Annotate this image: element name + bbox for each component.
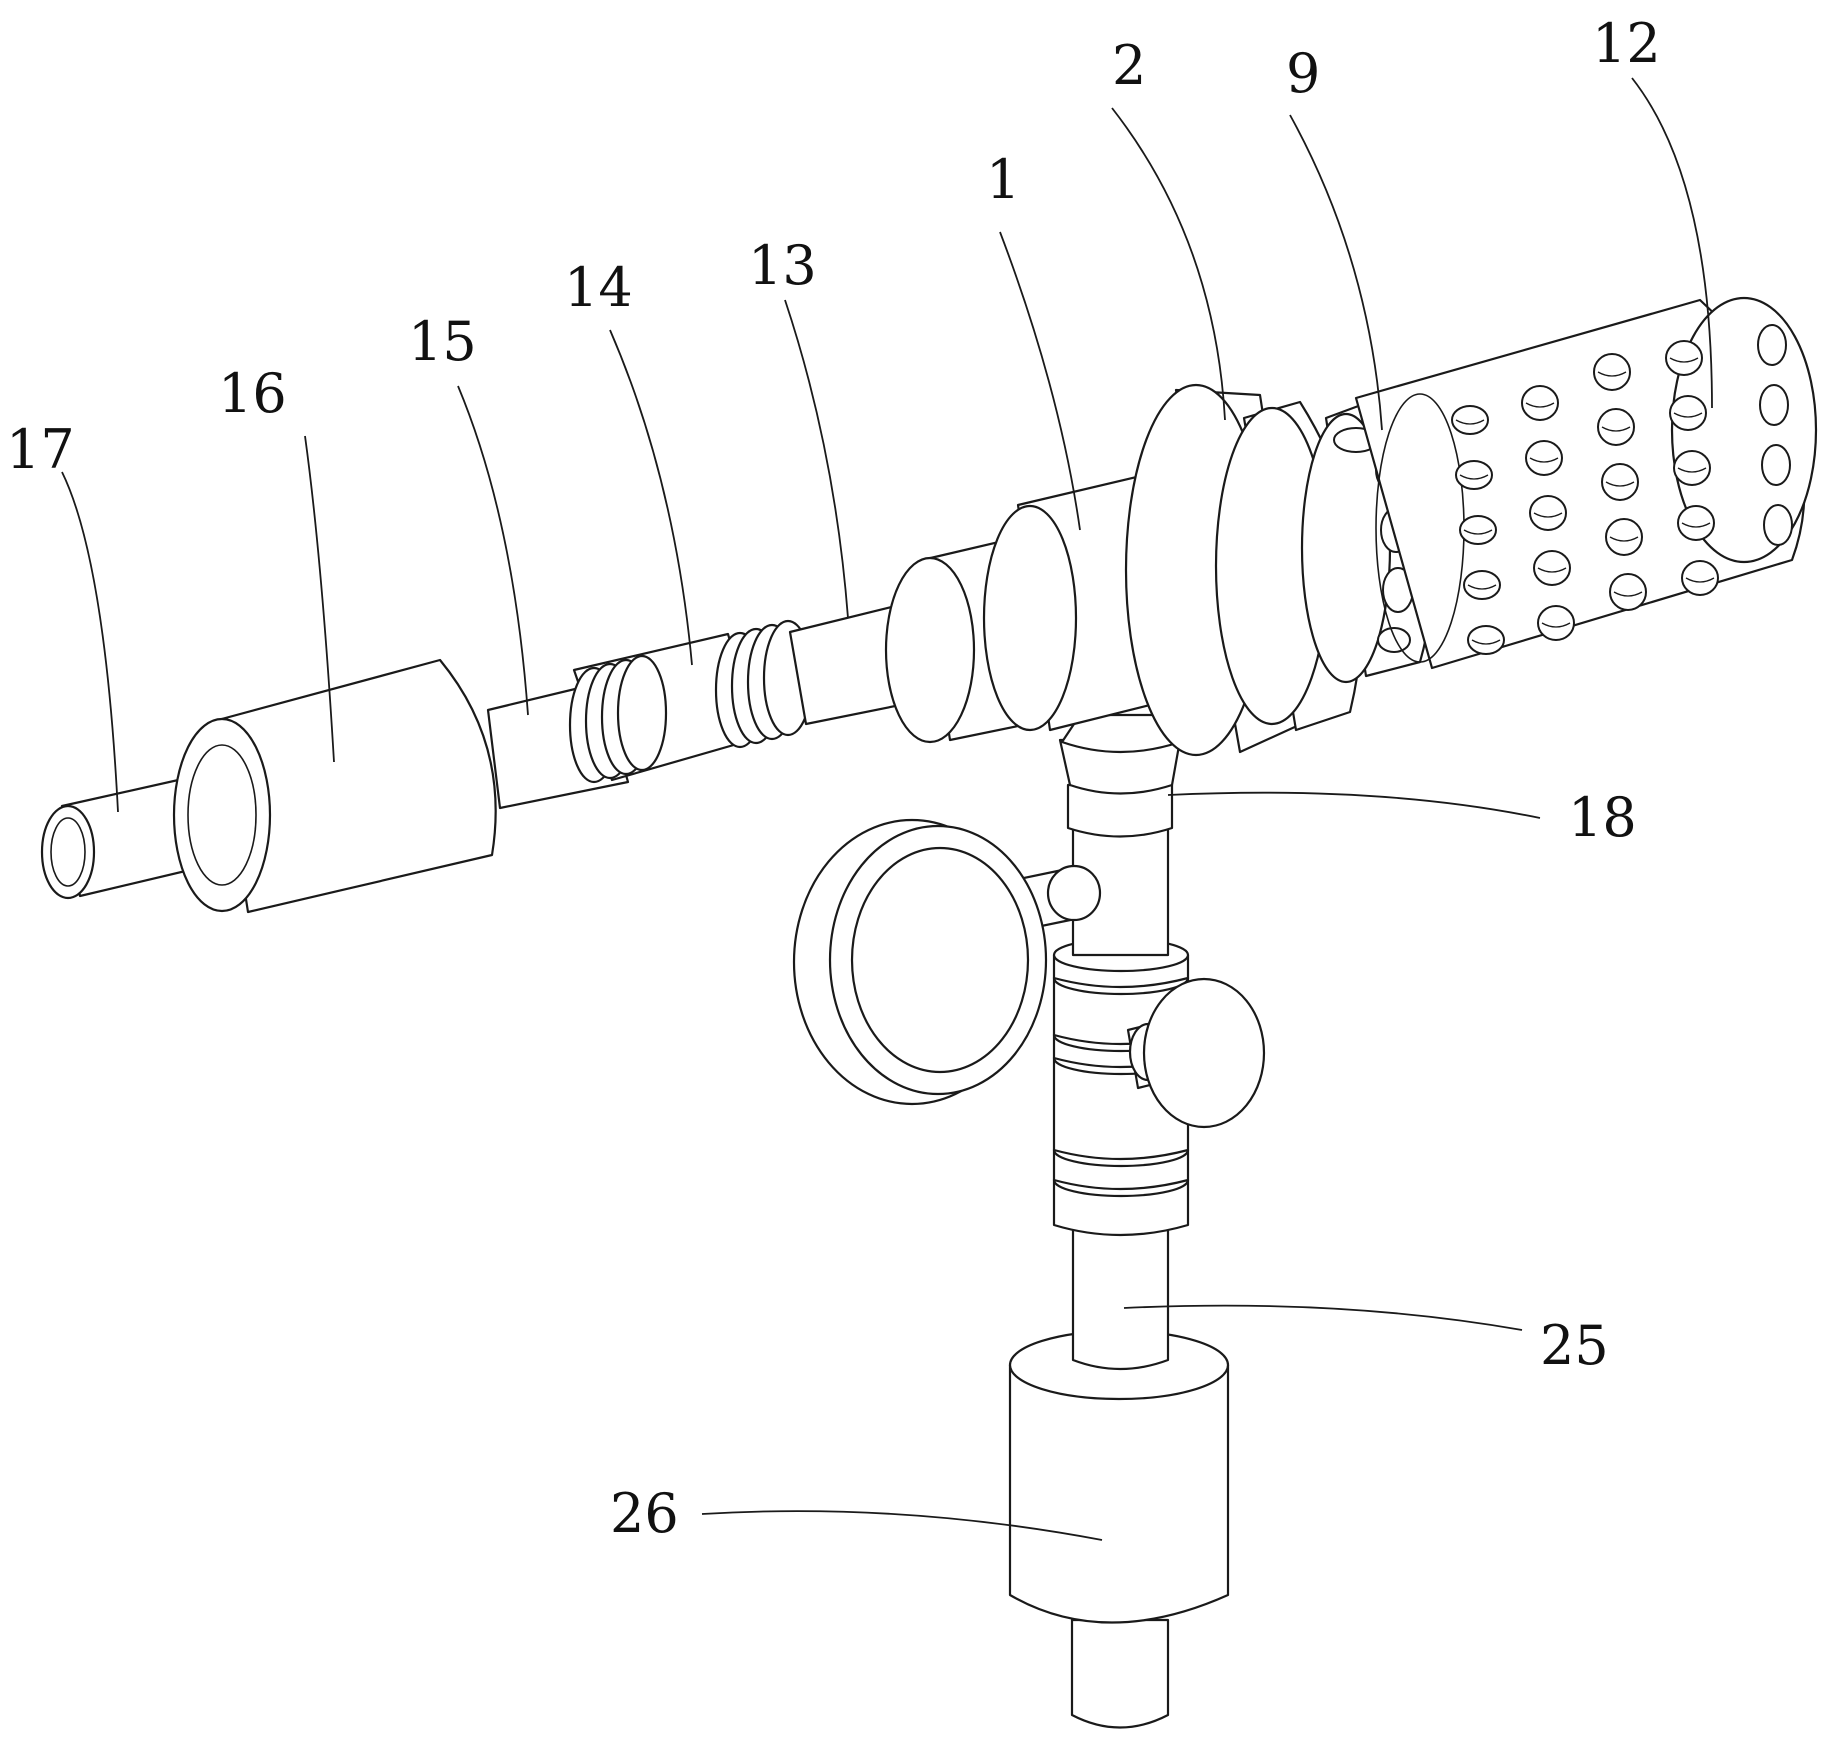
- leader-14: [609, 329, 693, 666]
- filter-hole: [1759, 384, 1789, 426]
- leader-15: [457, 385, 529, 716]
- label-25: 25: [1540, 1314, 1609, 1377]
- filter-hole-inner: [1537, 567, 1567, 573]
- label-15: 15: [408, 310, 477, 373]
- filter-hole-inner: [1463, 529, 1493, 535]
- filter-hole: [1451, 405, 1489, 435]
- filter-hole-inner: [1467, 584, 1497, 590]
- label-26: 26: [610, 1482, 679, 1545]
- filter-hole: [1761, 444, 1791, 486]
- leader-25: [1123, 1304, 1523, 1331]
- leader-9: [1289, 114, 1383, 431]
- filter-hole-inner: [1601, 426, 1631, 432]
- label-12: 12: [1592, 12, 1661, 75]
- leader-1: [999, 231, 1081, 531]
- filter-hole: [1665, 340, 1703, 376]
- filter-hole-inner: [1471, 639, 1501, 645]
- filter-hole: [1677, 505, 1715, 541]
- leader-12: [1631, 77, 1713, 409]
- valve-knob: [1126, 977, 1266, 1129]
- horizontal-assembly: [40, 296, 1818, 914]
- label-9: 9: [1286, 42, 1320, 105]
- filter-hole: [1455, 460, 1493, 490]
- label-17: 17: [6, 418, 75, 481]
- filter-hole-inner: [1455, 419, 1485, 425]
- reference-numerals: 17 16 15 14 13 1 2 9 12 18 25 26: [6, 12, 1661, 1545]
- filter-hole: [1757, 324, 1787, 366]
- leader-17: [61, 471, 119, 813]
- filter-hole: [1463, 570, 1501, 600]
- filter-hole: [1525, 440, 1563, 476]
- filter-hole: [1467, 625, 1505, 655]
- label-18: 18: [1568, 786, 1637, 849]
- part-25-pipe: [1071, 1198, 1170, 1371]
- bottom-stub: [1070, 1618, 1170, 1729]
- part-12-filter: [1354, 296, 1818, 670]
- filter-hole: [1673, 450, 1711, 486]
- filter-hole-inner: [1613, 591, 1643, 597]
- filter-hole-inner: [1533, 512, 1563, 518]
- filter-hole: [1529, 495, 1567, 531]
- filter-hole: [1681, 560, 1719, 596]
- filter-hole-inner: [1541, 622, 1571, 628]
- leader-16: [304, 435, 335, 763]
- filter-hole-inner: [1685, 577, 1715, 583]
- leader-lines: [61, 77, 1713, 1541]
- part-18-joint: [1058, 713, 1182, 838]
- filter-hole: [1669, 395, 1707, 431]
- filter-hole-inner: [1673, 412, 1703, 418]
- label-16: 16: [218, 362, 287, 425]
- filter-hole: [1593, 353, 1631, 391]
- filter-hole: [1609, 573, 1647, 611]
- part-14-connector: [568, 619, 814, 784]
- filter-hole-inner: [1681, 522, 1711, 528]
- leader-26: [701, 1510, 1103, 1541]
- filter-hole: [1533, 550, 1571, 586]
- filter-hole: [1597, 408, 1635, 446]
- label-1: 1: [986, 148, 1020, 211]
- filter-hole: [1605, 518, 1643, 556]
- filter-hole-inner: [1459, 474, 1489, 480]
- filter-hole-inner: [1609, 536, 1639, 542]
- part-26-lower-cylinder: [1008, 1329, 1230, 1624]
- part-16-cylinder: [172, 658, 497, 914]
- filter-hole-inner: [1605, 481, 1635, 487]
- vertical-assembly: [792, 713, 1266, 1729]
- label-2: 2: [1112, 34, 1146, 97]
- filter-hole-inner: [1525, 402, 1555, 408]
- label-14: 14: [564, 256, 633, 319]
- label-13: 13: [748, 234, 817, 297]
- filter-hole-inner: [1529, 457, 1559, 463]
- leader-18: [1167, 791, 1541, 819]
- leader-13: [784, 299, 849, 619]
- pressure-gauge: [792, 818, 1048, 1106]
- filter-hole: [1459, 515, 1497, 545]
- filter-hole-inner: [1669, 357, 1699, 363]
- filter-hole-inner: [1597, 371, 1627, 377]
- filter-hole: [1537, 605, 1575, 641]
- leader-2: [1111, 107, 1226, 421]
- filter-hole-inner: [1677, 467, 1707, 473]
- filter-hole: [1763, 504, 1793, 546]
- filter-hole: [1521, 385, 1559, 421]
- filter-holes: [1451, 324, 1793, 655]
- filter-hole: [1601, 463, 1639, 501]
